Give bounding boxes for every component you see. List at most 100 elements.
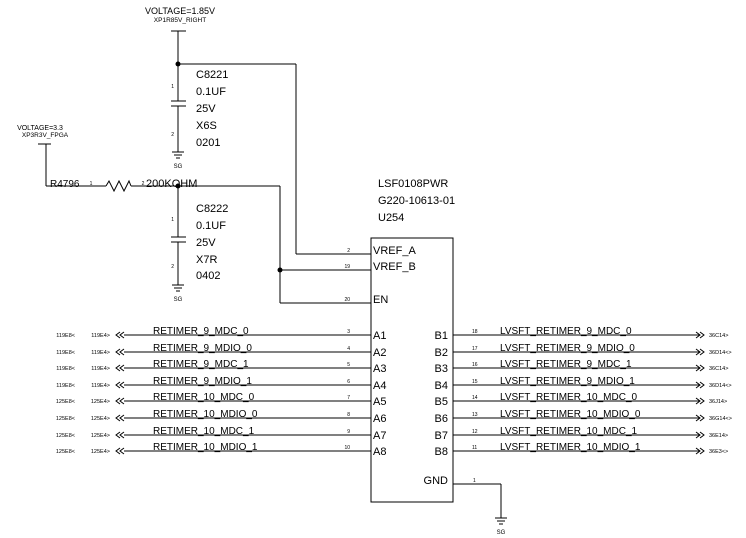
a-side-offpage-ref-primary: 125E8< xyxy=(56,433,75,439)
b-pin-name: B5 xyxy=(435,396,448,408)
r4796-value: 200KOHM xyxy=(146,178,197,190)
b-side-net-label: LVSFT_RETIMER_9_MDIO_1 xyxy=(500,376,635,387)
c8221-value: 0.1UF xyxy=(196,86,226,98)
b-side-offpage-ref: 36C14> xyxy=(709,366,728,372)
left-supply-net: XP3R3V_FPGA xyxy=(22,132,69,139)
b-side-offpage-arrow xyxy=(695,381,705,389)
b-side-offpage-ref: 36J14> xyxy=(709,399,727,405)
a-pin-name: A6 xyxy=(373,413,386,425)
a-side-net-label: RETIMER_10_MDC_1 xyxy=(153,426,255,437)
b-pin-name: B2 xyxy=(435,347,448,359)
a-side-offpage-ref-secondary: 125E4> xyxy=(91,449,110,455)
b-side-offpage-ref: 36E3<> xyxy=(709,449,728,455)
a-side-net-label: RETIMER_10_MDIO_0 xyxy=(153,409,258,420)
en-pin-name: EN xyxy=(373,294,388,306)
b-pin-number: 16 xyxy=(472,362,478,368)
a-pin-number: 3 xyxy=(347,329,350,335)
ic-internal-pn: G220-10613-01 xyxy=(378,195,455,207)
a-side-offpage-ref-primary: 119E8< xyxy=(56,350,75,356)
c8222-dielectric: X7R xyxy=(196,254,217,266)
vref-b-pin-number: 19 xyxy=(344,264,350,270)
gnd-pin-number: 1 xyxy=(473,478,476,484)
c8222-pin2-number: 2 xyxy=(171,264,174,270)
a-pin-number: 8 xyxy=(347,412,350,418)
a-side-offpage-ref-primary: 125E8< xyxy=(56,449,75,455)
a-side-net-label: RETIMER_9_MDIO_1 xyxy=(153,376,252,387)
b-pin-number: 18 xyxy=(472,329,478,335)
a-pin-number: 10 xyxy=(344,445,350,451)
c8221-ref: C8221 xyxy=(196,69,228,81)
b-pin-number: 14 xyxy=(472,395,478,401)
a-side-offpage-ref-secondary: 119E4> xyxy=(91,383,110,389)
a-pin-number: 7 xyxy=(347,395,350,401)
r4796-resistor-zigzag xyxy=(105,179,132,193)
b-pin-number: 13 xyxy=(472,412,478,418)
a-pin-name: A2 xyxy=(373,347,386,359)
a-pin-name: A4 xyxy=(373,380,386,392)
a-side-offpage-ref-primary: 125E8< xyxy=(56,399,75,405)
b-side-offpage-ref: 36E14> xyxy=(709,433,728,439)
a-side-offpage-arrow xyxy=(115,414,125,422)
b-side-offpage-arrow xyxy=(695,431,705,439)
b-pin-number: 11 xyxy=(472,445,477,451)
a-side-offpage-ref-secondary: 125E4> xyxy=(91,416,110,422)
b-side-net-label: LVSFT_RETIMER_10_MDIO_1 xyxy=(500,442,641,453)
top-rail-junction-dot xyxy=(175,61,181,67)
b-pin-number: 12 xyxy=(472,429,478,435)
b-pin-name: B3 xyxy=(435,363,448,375)
a-side-offpage-arrow xyxy=(115,381,125,389)
vref-b-pin-name: VREF_B xyxy=(373,261,416,273)
a-side-offpage-arrow xyxy=(115,364,125,372)
b-pin-number: 15 xyxy=(472,379,478,385)
ic-body xyxy=(370,237,454,503)
vref-b-junction-dot xyxy=(277,267,283,273)
a-pin-number: 9 xyxy=(347,429,350,435)
c8222-voltage: 25V xyxy=(196,237,216,249)
a-side-offpage-arrow xyxy=(115,431,125,439)
en-pin-number: 20 xyxy=(344,297,350,303)
a-side-offpage-ref-secondary: 125E4> xyxy=(91,399,110,405)
b-pin-name: B7 xyxy=(435,430,448,442)
b-side-offpage-arrow xyxy=(695,348,705,356)
vref-a-pin-name: VREF_A xyxy=(373,245,416,257)
a-side-offpage-arrow xyxy=(115,348,125,356)
a-side-offpage-ref-secondary: 119E4> xyxy=(91,366,110,372)
a-side-offpage-arrow xyxy=(115,447,125,455)
b-side-offpage-arrow xyxy=(695,447,705,455)
top-supply-voltage: VOLTAGE=1.85V xyxy=(145,6,215,16)
c8222-ground-label: SG xyxy=(174,297,183,303)
c8221-package: 0201 xyxy=(196,137,220,149)
a-side-offpage-arrow xyxy=(115,331,125,339)
a-pin-name: A7 xyxy=(373,430,386,442)
a-side-net-label: RETIMER_10_MDIO_1 xyxy=(153,442,258,453)
c8222-ref: C8222 xyxy=(196,203,228,215)
gnd-pin-name: GND xyxy=(424,475,449,487)
r4796-pin2-number: 2 xyxy=(142,181,145,187)
a-pin-name: A8 xyxy=(373,446,386,458)
c8221-ground-label: SG xyxy=(174,164,183,170)
b-pin-name: B1 xyxy=(435,330,448,342)
a-pin-name: A1 xyxy=(373,330,386,342)
c8221-dielectric: X6S xyxy=(196,120,217,132)
b-pin-name: B4 xyxy=(435,380,448,392)
ic-ref: U254 xyxy=(378,212,404,224)
b-side-net-label: LVSFT_RETIMER_9_MDC_0 xyxy=(500,326,632,337)
r4796-pin1-number: 1 xyxy=(90,181,93,187)
b-side-offpage-arrow xyxy=(695,397,705,405)
b-side-net-label: LVSFT_RETIMER_9_MDC_1 xyxy=(500,359,632,370)
b-side-net-label: LVSFT_RETIMER_9_MDIO_0 xyxy=(500,343,635,354)
ic-ground-label: SG xyxy=(497,530,506,536)
b-side-offpage-ref: 36D14<> xyxy=(709,383,732,389)
b-pin-number: 17 xyxy=(472,346,478,352)
a-pin-number: 5 xyxy=(347,362,350,368)
a-pin-number: 6 xyxy=(347,379,350,385)
vref-a-pin-number: 2 xyxy=(347,248,350,254)
b-pin-name: B6 xyxy=(435,413,448,425)
a-side-net-label: RETIMER_9_MDC_0 xyxy=(153,326,249,337)
b-side-offpage-ref: 36D14<> xyxy=(709,350,732,356)
a-side-offpage-ref-primary: 119E8< xyxy=(56,333,75,339)
a-pin-name: A3 xyxy=(373,363,386,375)
c8221-voltage: 25V xyxy=(196,103,216,115)
